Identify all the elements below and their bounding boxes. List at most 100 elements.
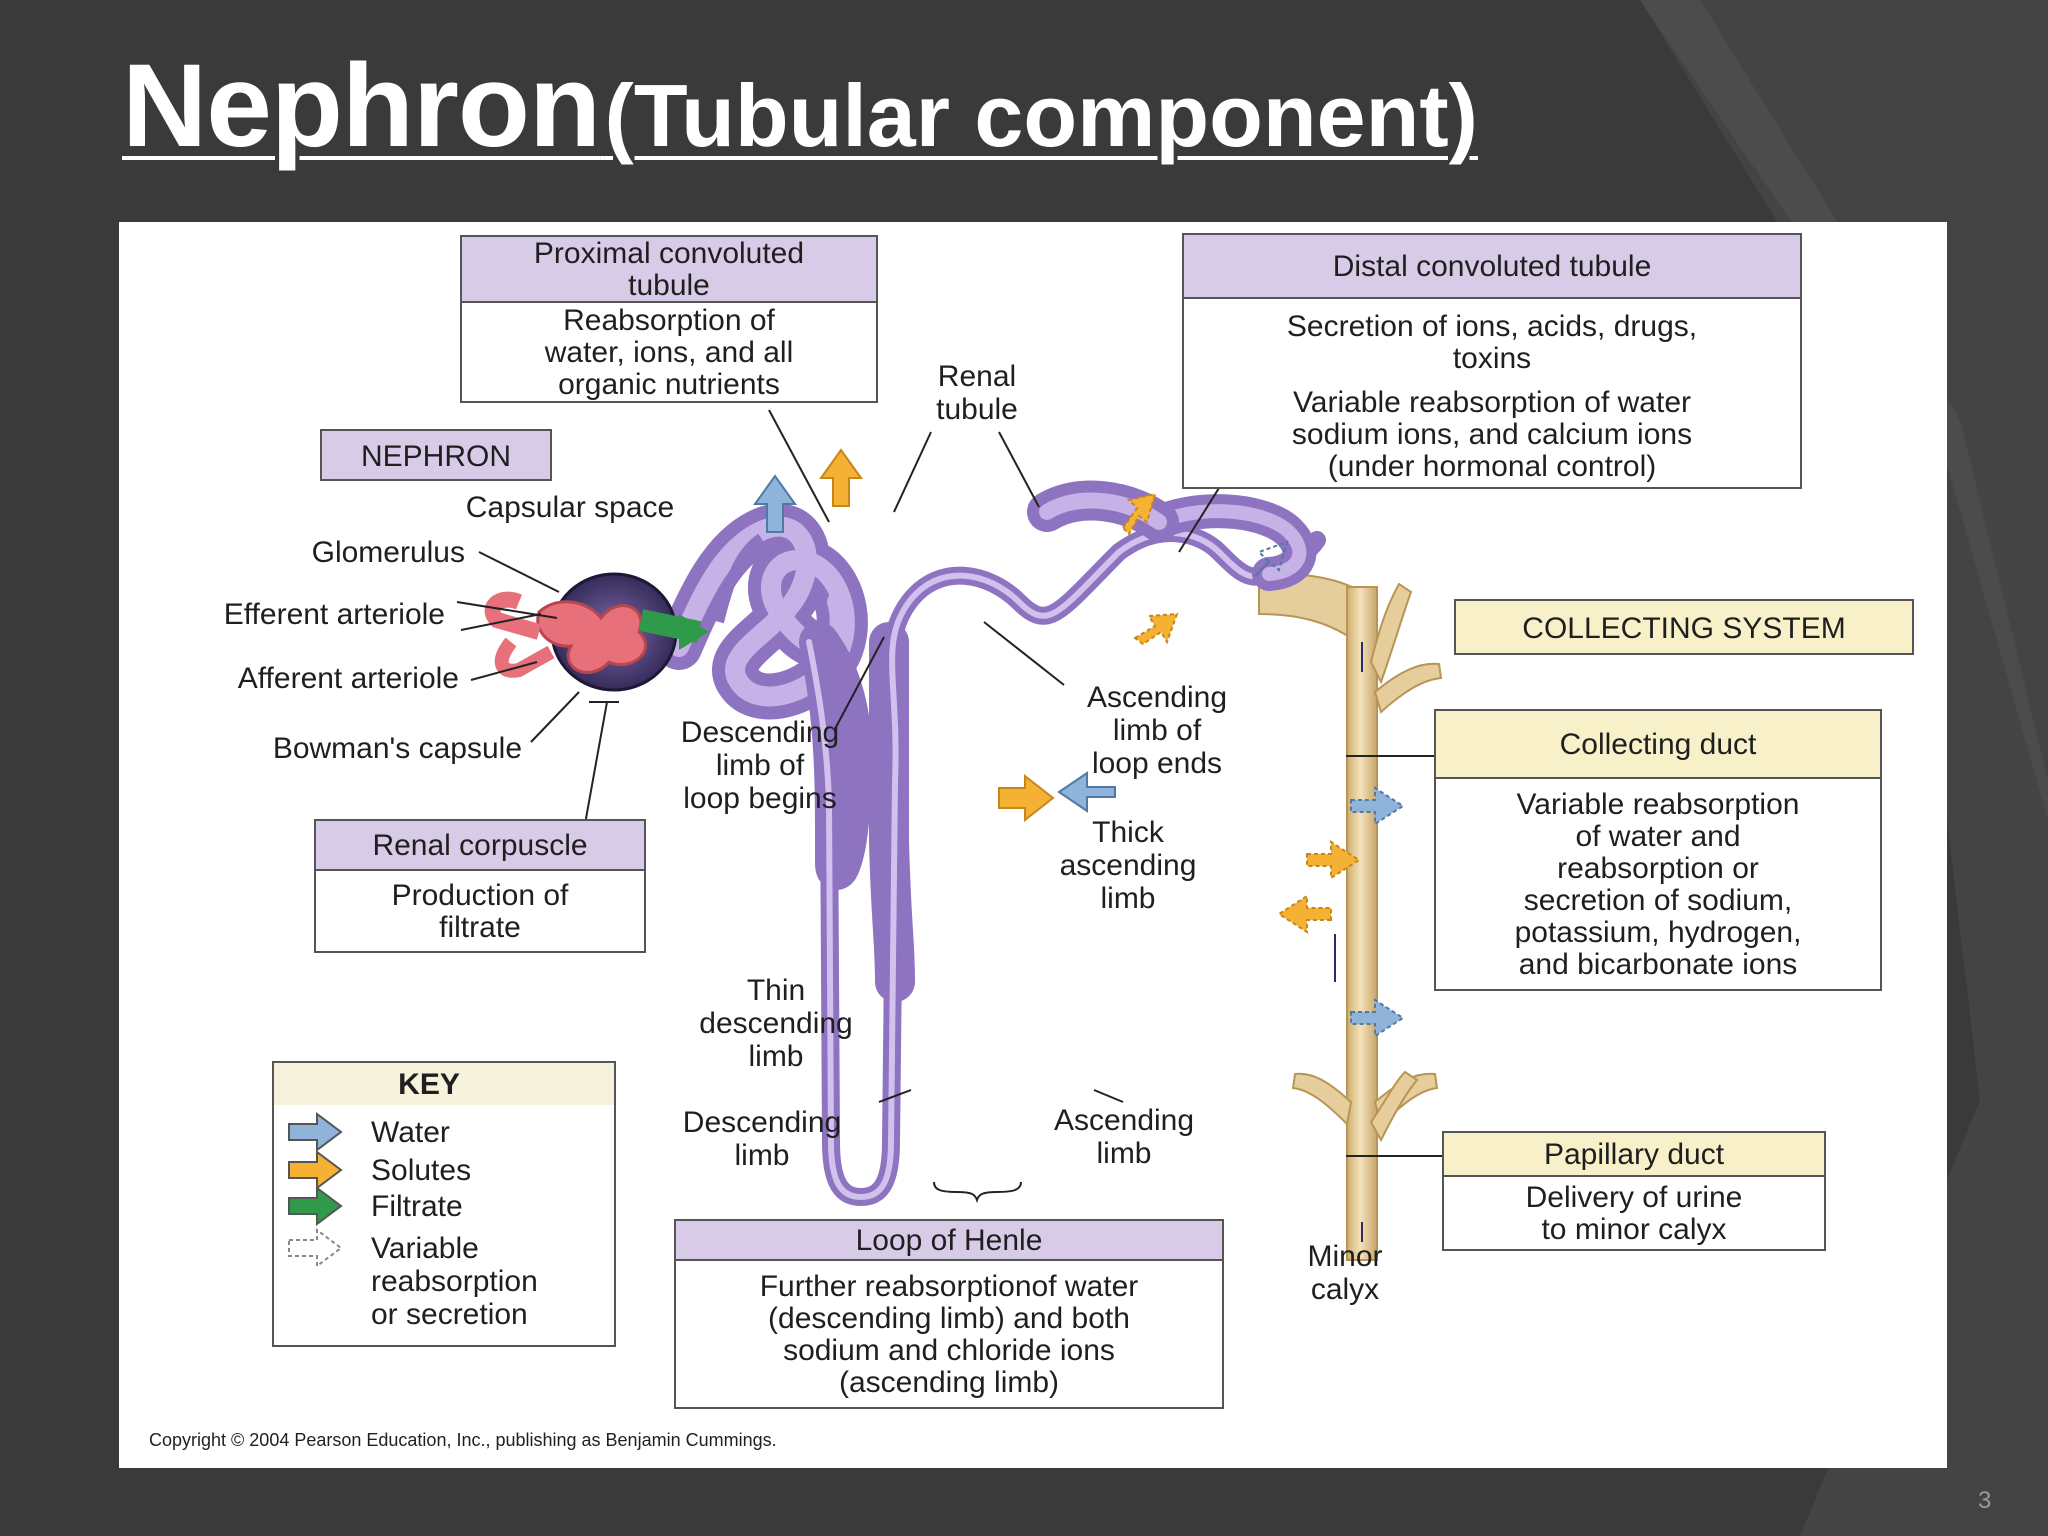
pct-header-line: Proximal convoluted: [534, 237, 804, 270]
collecting-system-tag: COLLECTING SYSTEM: [1454, 599, 1914, 655]
key-item-label-line: or secretion: [371, 1298, 528, 1331]
label-afferent-line: Afferent arteriole: [238, 662, 459, 695]
label-asc-ends-line: limb of: [1113, 714, 1202, 747]
loop-body-line: (descending limb) and both: [768, 1302, 1130, 1335]
key-item: Solutes: [288, 1150, 471, 1190]
key-arrow-icon: [288, 1186, 343, 1226]
dct-body-line: Secretion of ions, acids, drugs,: [1287, 310, 1697, 343]
label-efferent-line: Efferent arteriole: [224, 598, 445, 631]
slide-number: 3: [1978, 1487, 1992, 1514]
label-asc-ends-line: Ascending: [1087, 681, 1227, 714]
nephron-tag-label: NEPHRON: [361, 440, 511, 473]
leader-lines: [456, 409, 1443, 1204]
key-item: Filtrate: [288, 1186, 463, 1226]
label-efferent: Efferent arteriole: [224, 598, 445, 631]
pct-body-line: Reabsorption of: [563, 304, 775, 337]
label-asc-limb-line: limb: [1096, 1137, 1151, 1170]
dct-body-line: toxins: [1453, 342, 1531, 375]
nephron-tag: NEPHRON: [320, 429, 552, 481]
label-minor-calyx-line: Minor: [1307, 1240, 1382, 1273]
key-item-label-line: Water: [371, 1116, 450, 1149]
slide-title: Nephron (Tubular component): [122, 38, 1478, 174]
loop-header-line: Loop of Henle: [856, 1224, 1043, 1257]
key-arrow-icon: [288, 1228, 343, 1268]
renal-tubule-illustration: [656, 480, 1326, 1207]
dct-body-line: Variable reabsorption of water: [1293, 386, 1691, 419]
key-arrow-icon: [288, 1112, 343, 1152]
label-thin-desc-line: limb: [748, 1040, 803, 1073]
pd-header-line: Papillary duct: [1544, 1138, 1725, 1171]
pct-body-line: organic nutrients: [558, 368, 780, 401]
label-desc-limb-line: Descending: [683, 1106, 841, 1139]
label-thick-asc-line: limb: [1100, 882, 1155, 915]
pd-body-line: Delivery of urine: [1526, 1181, 1743, 1214]
corpuscle-body-line: filtrate: [439, 911, 521, 944]
label-thin-desc-line: descending: [699, 1007, 852, 1040]
collecting-system-tag-label: COLLECTING SYSTEM: [1522, 612, 1845, 645]
cd-body-line: and bicarbonate ions: [1519, 948, 1798, 981]
cd-body-line: Variable reabsorption: [1517, 788, 1800, 821]
key-arrow-icon: [288, 1150, 343, 1190]
label-desc-limb-line: limb: [734, 1139, 789, 1172]
label-desc-begins-line: loop begins: [683, 782, 836, 815]
label-thin-desc-line: Thin: [747, 974, 805, 1007]
label-desc-begins-line: Descending: [681, 716, 839, 749]
flow-arrows: [753, 448, 1405, 1038]
cd-body-line: reabsorption or: [1557, 852, 1759, 885]
label-bowman: Bowman's capsule: [273, 732, 522, 765]
label-renal-tubule-line: Renal: [938, 360, 1016, 393]
key-item-label-line: Variable: [371, 1232, 479, 1265]
pct-body-line: water, ions, and all: [544, 336, 793, 369]
key-item-label-line: Solutes: [371, 1154, 471, 1187]
label-asc-limb-line: Ascending: [1054, 1104, 1194, 1137]
label-thick-asc-line: Thick: [1092, 816, 1165, 849]
label-glomerulus-line: Glomerulus: [312, 536, 465, 569]
label-afferent: Afferent arteriole: [238, 662, 459, 695]
loop-body-line: (ascending limb): [839, 1366, 1059, 1399]
title-main: Nephron: [122, 40, 601, 172]
key-title: KEY: [398, 1068, 460, 1101]
renal-corpuscle-illustration: [484, 533, 764, 692]
label-desc-begins-line: limb of: [716, 749, 805, 782]
cd-body-line: secretion of sodium,: [1524, 884, 1792, 917]
corpuscle-header-line: Renal corpuscle: [372, 829, 587, 862]
cd-body-line: of water and: [1575, 820, 1740, 853]
copyright-notice: Copyright © 2004 Pearson Education, Inc.…: [149, 1430, 777, 1450]
label-bowman-line: Bowman's capsule: [273, 732, 522, 765]
label-renal-tubule-line: tubule: [936, 393, 1018, 426]
pd-body-line: to minor calyx: [1541, 1213, 1726, 1246]
label-asc-ends-line: loop ends: [1092, 747, 1222, 780]
pct-header-line: tubule: [628, 269, 710, 302]
corpuscle-body-line: Production of: [392, 879, 569, 912]
label-thick-asc-line: ascending: [1060, 849, 1197, 882]
title-suffix: (Tubular component): [604, 66, 1478, 165]
label-capsular-space-line: Capsular space: [466, 491, 674, 524]
key-item: Water: [288, 1112, 450, 1152]
label-minor-calyx-line: calyx: [1311, 1273, 1379, 1306]
cd-header-line: Collecting duct: [1560, 728, 1757, 761]
diagram-key: KEY WaterSolutesFiltrateVariablereabsorpt…: [272, 1061, 616, 1347]
dct-body-line: (under hormonal control): [1328, 450, 1657, 483]
label-capsular-space: Capsular space: [466, 491, 674, 524]
dct-body-line: sodium ions, and calcium ions: [1292, 418, 1692, 451]
cd-body-line: potassium, hydrogen,: [1515, 916, 1802, 949]
